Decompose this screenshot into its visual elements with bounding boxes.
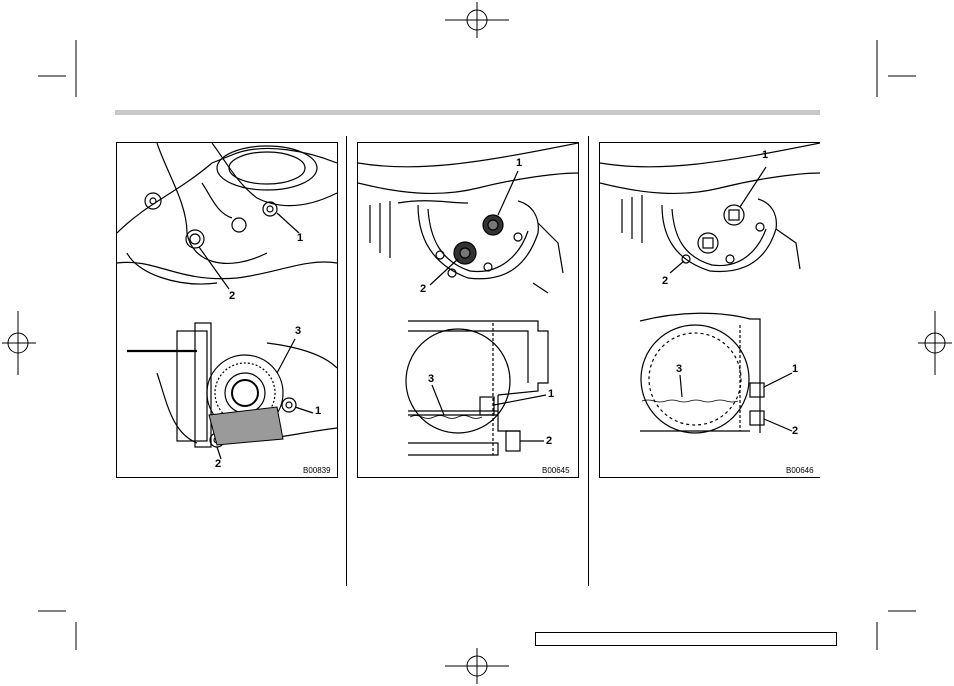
callout-number: 3: [295, 325, 301, 337]
callout-number: 1: [516, 157, 522, 169]
page-number-box: [535, 632, 837, 646]
figure-panel-3: 1 2 3 1 2 B00646: [599, 142, 820, 478]
figure-panel-2: 1 2 3 1 2 B00645: [357, 142, 579, 478]
differential-illustration-3: [600, 143, 820, 477]
figure-code: B00646: [786, 466, 814, 475]
callout-number: 1: [315, 405, 321, 417]
callout-number: 1: [297, 232, 303, 244]
differential-illustration-1: [117, 143, 337, 477]
callout-number: 2: [420, 283, 426, 295]
callout-number: 3: [676, 363, 682, 375]
column-divider: [346, 136, 347, 586]
callout-number: 1: [762, 149, 768, 161]
callout-number: 2: [792, 425, 798, 437]
callout-number: 2: [662, 275, 668, 287]
figure-code: B00839: [303, 466, 331, 475]
differential-illustration-2: [358, 143, 578, 477]
callout-number: 2: [546, 435, 552, 447]
column-divider: [588, 136, 589, 586]
callout-number: 1: [548, 388, 554, 400]
callout-number: 2: [229, 290, 235, 302]
callout-number: 1: [792, 363, 798, 375]
callout-number: 2: [215, 458, 221, 470]
figure-panel-1: 1 2 3 1 2 B00839: [116, 142, 338, 478]
figure-code: B00645: [542, 466, 570, 475]
header-rule: [115, 110, 820, 115]
callout-number: 3: [428, 373, 434, 385]
